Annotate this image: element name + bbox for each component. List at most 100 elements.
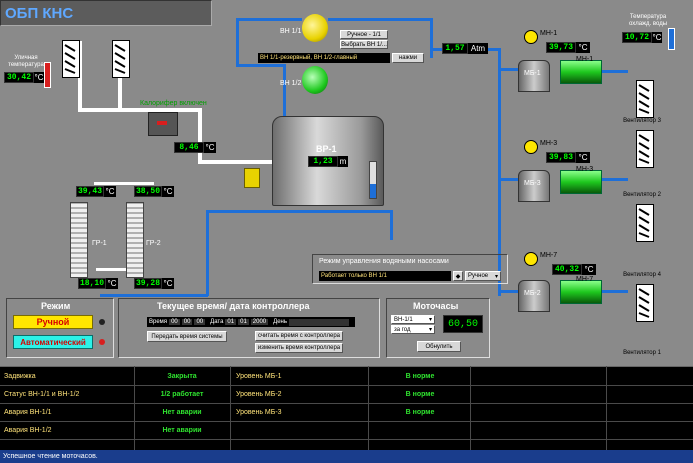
clock-panel-title: Текущее время/ дата контроллера <box>157 301 310 311</box>
mv2-pump-icon <box>560 170 602 194</box>
mv1-temp-value: 39,73 <box>546 42 576 53</box>
fan-icon <box>636 284 654 322</box>
heater-label: Калорифер включен <box>140 100 207 107</box>
mv1-tank-icon <box>518 60 550 92</box>
table-cell <box>236 421 366 439</box>
moto-reset-button[interactable]: Обнулить <box>417 341 461 352</box>
mode-panel-title: Режим <box>41 301 71 311</box>
water-pump-mode-select[interactable]: Ручное ▾ <box>465 271 501 281</box>
vn-manual-button[interactable]: Ручное - 1/1 <box>340 30 388 39</box>
cooling-temp-unit: °C <box>652 32 662 43</box>
table-row: Авария ВН-1/1 Нет аварии Уровень МБ-3 В … <box>0 403 693 422</box>
gr1-tin-value: 39,43 <box>76 186 104 197</box>
table-row: Статус ВН-1/1 и ВН-1/2 1/2 работает Уров… <box>0 385 693 404</box>
time-hh: 00 <box>169 319 180 325</box>
mv2-temp-value: 39,83 <box>546 152 576 163</box>
table-cell: Уровень МБ-2 <box>236 390 282 398</box>
tank-name: ВР-1 <box>316 144 337 154</box>
status-table: Задвижка Закрыта Уровень МБ-1 В норме Ст… <box>0 366 693 451</box>
louvre-icon <box>62 40 80 78</box>
outdoor-temp-unit: °C <box>34 72 44 83</box>
moto-period-select[interactable]: за год ▾ <box>391 325 435 334</box>
vn-select-button[interactable]: Выбрать ВН 1/... <box>340 40 388 49</box>
cooling-temp-label: Температура охлажд. воды <box>628 14 668 27</box>
heater-temp-unit: °C <box>204 142 216 153</box>
mv3-sensor-label: МН-7 <box>540 252 558 259</box>
gr1-tin-unit: °C <box>104 186 116 197</box>
time-ss: 00 <box>194 319 206 325</box>
date-label: Дата <box>210 319 224 325</box>
table-cell: В норме <box>405 372 435 380</box>
gr2-name: ГР-2 <box>146 240 161 247</box>
fan-icon <box>636 204 654 242</box>
mv2-pump-label: МН-3 <box>576 166 594 173</box>
fan-label: Вентилятор 1 <box>623 350 661 356</box>
moto-period-select-text: за год <box>394 326 411 333</box>
mv1-tank-label: МБ-1 <box>524 70 541 77</box>
pump-vn1-2-icon <box>302 66 328 94</box>
thermometer-icon <box>668 28 675 50</box>
table-row: Задвижка Закрыта Уровень МБ-1 В норме <box>0 367 693 386</box>
pressure-unit: Atm <box>468 43 488 54</box>
thermometer-icon <box>44 62 51 88</box>
day-value <box>289 318 349 326</box>
read-time-button[interactable]: считать время с контроллера <box>255 331 343 341</box>
table-cell: Уровень МБ-1 <box>236 372 282 380</box>
fan-label: Вентилятор 3 <box>623 118 661 124</box>
mode-panel: Режим Ручной Автоматический <box>6 298 114 358</box>
mv2-tank-label: МБ-3 <box>524 180 541 187</box>
mv3-tank-icon <box>518 280 550 312</box>
write-time-button[interactable]: изменить время контроллера <box>255 343 343 353</box>
table-cell: Авария ВН-1/1 <box>4 408 52 416</box>
chevron-down-icon: ▾ <box>428 327 432 333</box>
table-cell: Авария ВН-1/2 <box>4 426 52 434</box>
heater-temp-value: 8,46 <box>174 142 204 153</box>
gr1-name: ГР-1 <box>92 240 107 247</box>
vn-mode-button[interactable]: нажми <box>392 53 424 63</box>
chevron-down-icon: ▾ <box>494 273 498 280</box>
gr2-tin-value: 38,50 <box>134 186 162 197</box>
water-pump-mode-select-text: Ручное <box>468 273 489 279</box>
pump-vn1-2-label: ВН 1/2 <box>280 80 302 87</box>
manual-mode-button[interactable]: Ручной <box>13 315 93 329</box>
table-cell: Задвижка <box>4 372 36 380</box>
table-cell: В норме <box>405 408 435 416</box>
day-label: День <box>273 319 287 325</box>
moto-pump-select[interactable]: ВН-1/1▾ <box>391 315 435 324</box>
table-cell: 1/2 работает <box>160 390 204 398</box>
mv3-tank-label: МБ-2 <box>524 290 541 297</box>
table-cell: В норме <box>405 390 435 398</box>
gr2-tin-unit: °C <box>162 186 174 197</box>
pump-vn1-1-label: ВН 1/1 <box>280 28 302 35</box>
moto-panel: Моточасы ВН-1/1▾ за год▾ 60,50 Обнулить <box>386 298 490 358</box>
moto-panel-title: Моточасы <box>413 301 459 311</box>
vn-mode-text: ВН 1/1-резервный, ВН 1/2-главный <box>258 53 390 63</box>
gr2-tout-unit: °C <box>162 278 174 289</box>
fan-icon <box>636 80 654 118</box>
table-cell: Нет аварии <box>162 426 202 434</box>
table-cell: Статус ВН-1/1 и ВН-1/2 <box>4 390 80 398</box>
mv3-temp-value: 40,32 <box>552 264 582 275</box>
date-yy: 2000 <box>250 319 269 325</box>
tank-level-unit: m <box>338 156 348 167</box>
water-pump-mode-spinner[interactable]: ◆ <box>453 271 463 281</box>
page-title: ОБП КНС <box>5 5 74 22</box>
sensor-icon <box>524 140 538 154</box>
fan-label: Вентилятор 2 <box>623 192 661 198</box>
tank-level-value: 1,23 <box>308 156 338 167</box>
gr1-tout-unit: °C <box>106 278 118 289</box>
mv3-pump-label: МН-7 <box>576 276 594 283</box>
louvre-icon <box>112 40 130 78</box>
set-system-time-button[interactable]: Передать время системы <box>147 331 227 342</box>
gr2-tout-value: 39,28 <box>134 278 162 289</box>
fan-icon <box>636 130 654 168</box>
auto-mode-button[interactable]: Автоматический <box>13 335 93 349</box>
gr1-unit-icon <box>70 202 88 278</box>
fan-label: Вентилятор 4 <box>623 272 661 278</box>
title-bar: ОБП КНС <box>0 0 212 26</box>
heater-icon <box>148 112 178 136</box>
outdoor-temp-label: Уличная температура <box>8 55 44 68</box>
moto-pump-select-text: ВН-1/1 <box>394 316 413 323</box>
time-mm: 00 <box>181 319 193 325</box>
